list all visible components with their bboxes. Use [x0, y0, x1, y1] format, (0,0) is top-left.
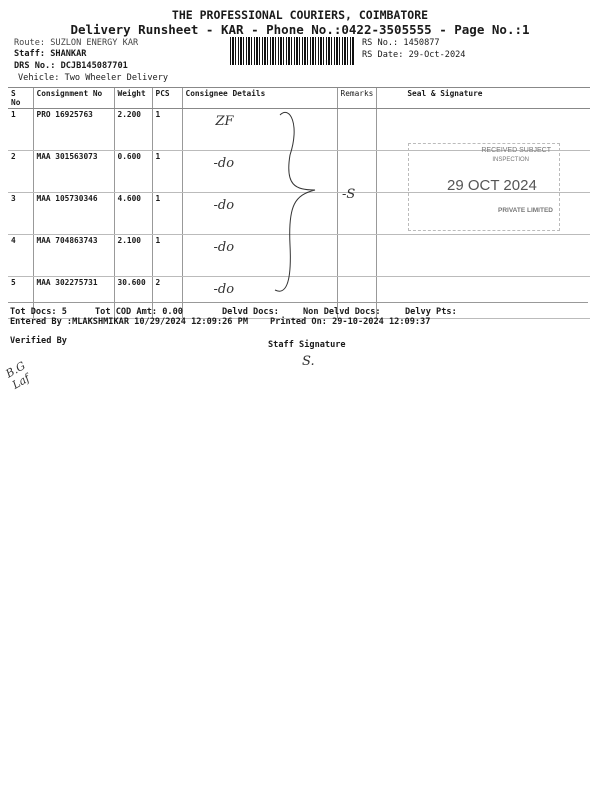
cell-sno: 5: [8, 276, 33, 319]
cell-consignment: MAA 302275731: [32, 276, 114, 319]
entered-by: Entered By :MLAKSHMIKAR 10/29/2024 12:09…: [10, 317, 248, 327]
cell-consignee: -do: [181, 276, 337, 319]
cell-sno: 2: [8, 150, 33, 193]
cell-sno: 1: [8, 108, 33, 151]
delvy-pts: Delvy Pts:: [405, 307, 457, 317]
cell-weight: 2.100: [113, 234, 152, 277]
cell-seal: [376, 276, 590, 319]
cell-consignee: -do: [181, 234, 337, 277]
cell-pcs: 1: [151, 234, 182, 277]
tot-cod: Tot COD Amt: 0.00: [95, 307, 183, 317]
col-seal: Seal & Signature: [376, 87, 590, 109]
cell-seal: [376, 150, 590, 193]
staff: Staff: SHANKAR: [14, 49, 87, 59]
cell-seal: [376, 192, 590, 235]
delvd-docs: Delvd Docs:: [222, 307, 279, 317]
col-sno: S No: [8, 87, 33, 109]
runsheet-subtitle: Delivery Runsheet - KAR - Phone No.:0422…: [70, 22, 530, 37]
cell-remarks: [336, 192, 377, 235]
cell-remarks: [336, 234, 377, 277]
cell-consignment: MAA 105730346: [32, 192, 114, 235]
cell-consignee: -do: [181, 192, 337, 235]
cell-remarks: [336, 276, 377, 319]
tot-docs: Tot Docs: 5: [10, 307, 67, 317]
cell-consignee: -do: [181, 150, 337, 193]
rs-date: RS Date: 29-Oct-2024: [362, 50, 466, 60]
col-consignee: Consignee Details: [181, 87, 337, 109]
runsheet-table: S No Consignment No Weight PCS Consignee…: [8, 87, 590, 319]
cell-pcs: 1: [151, 150, 182, 193]
remark-mark: -S: [342, 187, 356, 202]
company-title: THE PROFESSIONAL COURIERS, COIMBATORE: [171, 8, 429, 22]
printed-on: Printed On: 29-10-2024 12:09:37: [270, 317, 431, 327]
cell-pcs: 1: [151, 192, 182, 235]
cell-consignment: MAA 301563073: [32, 150, 114, 193]
cell-consignment: MAA 704863743: [32, 234, 114, 277]
barcode: [230, 37, 355, 65]
col-pcs: PCS: [151, 87, 182, 109]
cell-pcs: 2: [151, 276, 182, 319]
cell-consignee: ZF: [181, 108, 337, 151]
col-consignment: Consignment No: [32, 87, 114, 109]
cell-consignment: PRO 16925763: [32, 108, 114, 151]
cell-remarks: [336, 150, 377, 193]
cell-weight: 30.600: [113, 276, 152, 319]
staff-signature-label: Staff Signature: [268, 340, 346, 350]
cell-sno: 4: [8, 234, 33, 277]
col-weight: Weight: [113, 87, 152, 109]
staff-signature: S.: [302, 354, 315, 369]
cell-weight: 0.600: [113, 150, 152, 193]
cell-weight: 4.600: [113, 192, 152, 235]
non-delvd-docs: Non Delvd Docs:: [303, 307, 381, 317]
received-stamp: RECEIVED SUBJECT INSPECTION 29 OCT 2024 …: [408, 143, 560, 231]
route: Route: SUZLON ENERGY KAR: [14, 38, 139, 48]
cell-remarks: [336, 108, 377, 151]
cell-weight: 2.200: [113, 108, 152, 151]
brace-mark: [274, 112, 316, 292]
verified-by-label: Verified By: [10, 336, 67, 346]
vehicle: Vehicle: Two Wheeler Delivery: [18, 73, 169, 83]
verified-signature: B.G Laf: [3, 359, 33, 392]
cell-seal: [376, 234, 590, 277]
cell-sno: 3: [8, 192, 33, 235]
table-header: S No Consignment No Weight PCS Consignee…: [8, 87, 590, 109]
cell-pcs: 1: [151, 108, 182, 151]
col-remarks: Remarks: [336, 87, 377, 109]
rs-number: RS No.: 1450877: [362, 38, 440, 48]
drs-number: DRS No.: DCJB145087701: [14, 61, 128, 71]
